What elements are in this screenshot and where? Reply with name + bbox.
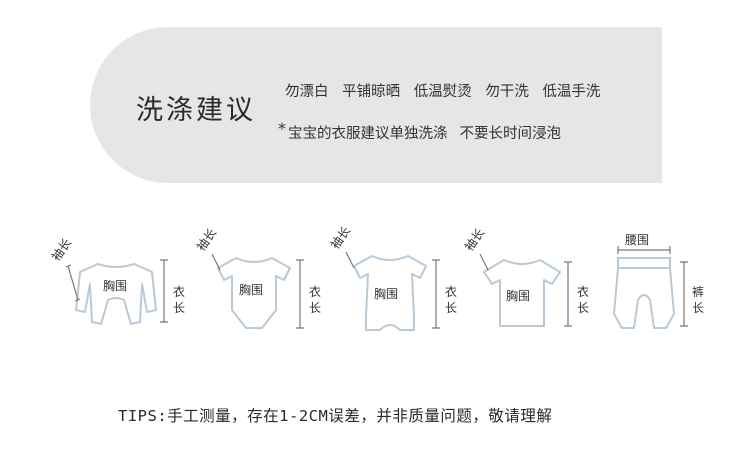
care-note: *宝宝的衣服建议单独洗涤不要长时间浸泡 (278, 119, 562, 143)
sleeve-label: 袖长 (327, 223, 353, 251)
measurement-diagram: 袖长 胸围 衣 长 袖长 胸围 衣 长 袖长 胸围 衣 长 袖长 胸围 衣 长 … (48, 223, 704, 331)
care-item: 低温熨烫 (413, 84, 472, 100)
length-label: 衣 (445, 284, 457, 299)
measurement-tips: TIPS:手工测量，存在1-2CM误差，并非质量问题，敬请理解 (118, 407, 553, 425)
garment-pants: 腰围 裤 长 (613, 233, 704, 329)
pants-waistband (617, 257, 671, 269)
length-label: 长 (577, 301, 589, 315)
tshirt-outline-icon (483, 259, 561, 327)
chest-label: 胸围 (506, 288, 530, 303)
length-dimension-line (564, 261, 572, 327)
sleeve-label: 袖长 (193, 225, 219, 253)
sleeve-dimension-line (65, 264, 81, 302)
sleeve-dimension-line (211, 253, 221, 271)
care-item: 勿漂白 (285, 84, 329, 100)
chest-label: 胸围 (374, 286, 398, 301)
sleeve-dimension-line (345, 251, 355, 269)
care-item: 勿干洗 (485, 84, 529, 100)
asterisk-mark: * (278, 119, 286, 138)
care-note-text: 宝宝的衣服建议单独洗涤 (288, 126, 448, 142)
sleeve-dimension-line (479, 253, 489, 271)
sleeve-label: 袖长 (461, 225, 487, 253)
sleeve-label: 袖长 (48, 235, 74, 263)
length-label: 衣 (309, 284, 321, 299)
length-dimension-line (680, 261, 688, 327)
chest-label: 胸围 (103, 278, 127, 293)
length-dimension-line (296, 259, 304, 329)
length-label: 长 (445, 301, 457, 315)
short-romper-outline-icon (353, 255, 427, 331)
care-banner (90, 27, 662, 183)
care-title: 洗涤建议 (136, 95, 256, 126)
length-label: 长 (692, 301, 704, 315)
length-label: 长 (309, 301, 321, 315)
garment-romper-short: 袖长 胸围 衣 长 (327, 223, 457, 331)
length-label: 衣 (173, 284, 185, 299)
garment-tshirt: 袖长 胸围 衣 长 (461, 225, 589, 327)
length-label: 长 (173, 301, 185, 315)
garment-bodysuit-short-sleeve: 袖长 胸围 衣 长 (193, 225, 321, 329)
length-label: 衣 (577, 284, 589, 299)
length-label: 裤 (692, 285, 704, 299)
care-note-text: 不要长时间浸泡 (459, 126, 562, 142)
care-item: 平铺晾晒 (342, 84, 401, 100)
garment-romper-long-sleeve: 袖长 胸围 衣 长 (48, 235, 185, 325)
care-item: 低温手洗 (542, 84, 601, 100)
care-instructions: 勿漂白 平铺晾晒 低温熨烫 勿干洗 低温手洗 (285, 80, 600, 101)
pants-outline-icon (613, 257, 675, 329)
waist-label: 腰围 (625, 233, 649, 247)
chest-label: 胸围 (239, 282, 263, 297)
romper-outline-icon (75, 263, 157, 325)
bodysuit-outline-icon (217, 257, 291, 329)
waist-dimension-line (617, 246, 671, 254)
length-dimension-line (160, 259, 168, 323)
length-dimension-line (432, 259, 440, 329)
